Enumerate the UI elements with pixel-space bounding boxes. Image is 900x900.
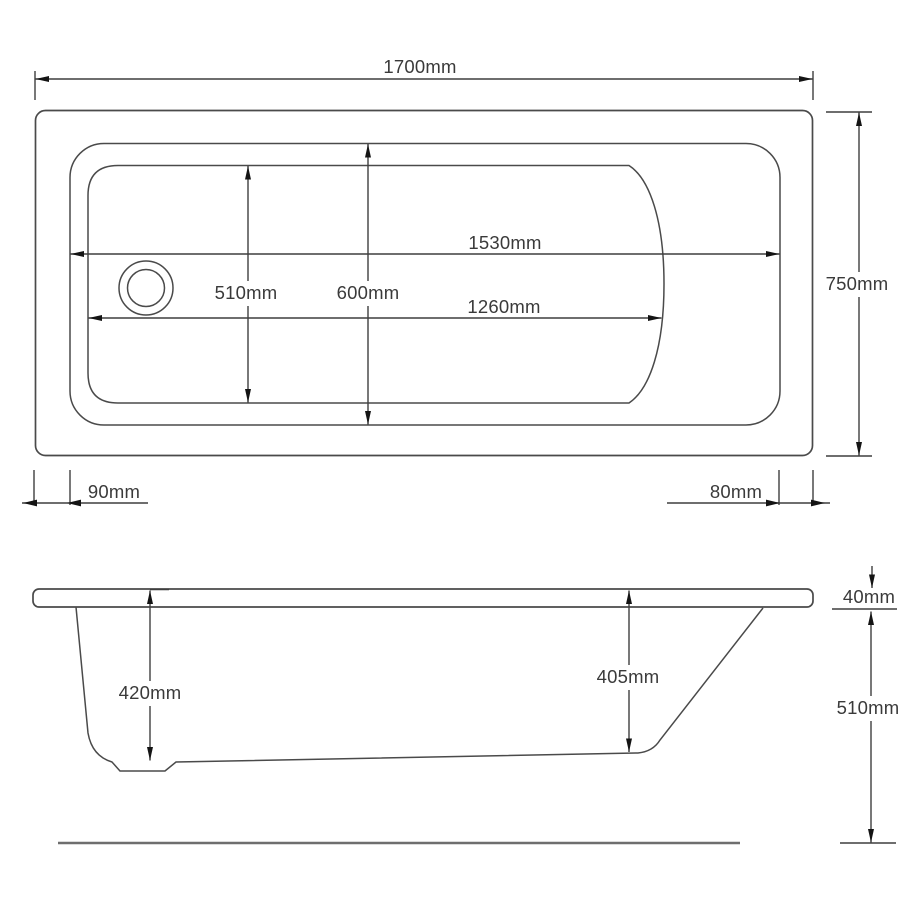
dim-1700-label: 1700mm [383, 56, 456, 77]
drain-inner-circle [126, 268, 166, 308]
tub-rim-inner-edge [69, 142, 781, 426]
dim-80-label: 80mm [710, 481, 762, 502]
dim-40-label: 40mm [843, 586, 895, 607]
tub-side-profile [75, 606, 764, 772]
side-view: 420mm 405mm 40mm 510mm [32, 566, 900, 845]
dim-510side-label: 510mm [837, 697, 900, 718]
tub-base-outline [87, 164, 665, 404]
dim-1260-label: 1260mm [467, 296, 540, 317]
dim-420-label: 420mm [119, 682, 182, 703]
dim-90-label: 90mm [88, 481, 140, 502]
dim-1530-label: 1530mm [468, 232, 541, 253]
rim-slab [32, 588, 814, 608]
dim-90-arrow-inner [67, 499, 81, 507]
dim-90-arrow-outer [23, 499, 37, 507]
top-view: 1700mm 750mm 1530mm 1260mm 510mm 600mm 9… [22, 56, 889, 507]
tub-outer-edge [34, 109, 814, 457]
dim-750-label: 750mm [826, 273, 889, 294]
dim-80-arrow-inner [766, 499, 780, 507]
dim-510top-label: 510mm [215, 282, 278, 303]
dim-405-label: 405mm [597, 666, 660, 687]
dim-600-label: 600mm [337, 282, 400, 303]
dim-80-arrow-outer [811, 499, 825, 507]
